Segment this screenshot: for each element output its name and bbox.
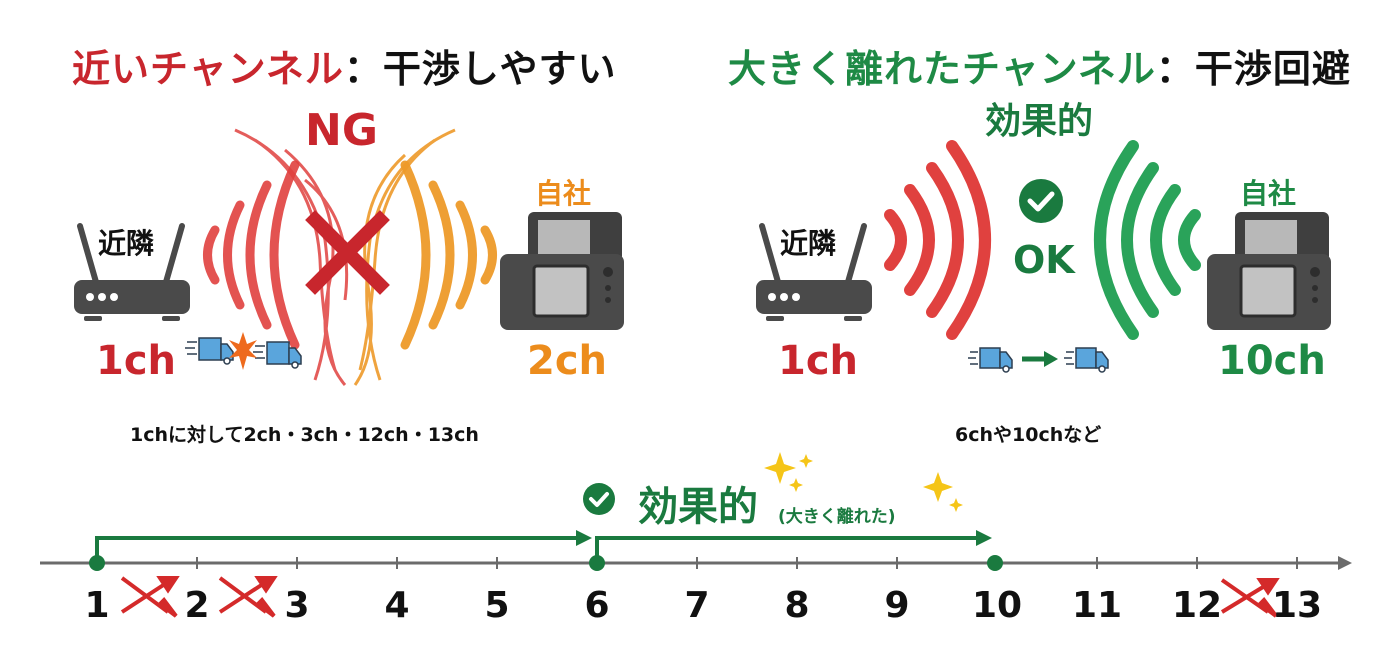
tick-label: 12 bbox=[1171, 585, 1223, 626]
effective-label: 効果的 bbox=[985, 101, 1094, 142]
truck-collision-icon bbox=[185, 332, 302, 370]
left-caption: 1chに対して2ch・3ch・12ch・13ch bbox=[130, 424, 479, 446]
left-own-channel: 2ch bbox=[527, 338, 608, 384]
cross-icon bbox=[305, 210, 390, 295]
ok-label: OK bbox=[1013, 238, 1075, 282]
axis-effective-label: 効果的 bbox=[638, 484, 758, 530]
left-own-label: 自社 bbox=[535, 177, 592, 210]
left-title-highlight: 近いチャンネル bbox=[72, 47, 344, 91]
left-panel-title: 近いチャンネル：干渉しやすい bbox=[72, 47, 617, 91]
right-neighbor-label: 近隣 bbox=[780, 227, 837, 260]
mobile-router-icon bbox=[500, 212, 624, 330]
tick-label: 7 bbox=[684, 585, 710, 626]
right-own-channel: 10ch bbox=[1218, 338, 1326, 384]
right-caption: 6chや10chなど bbox=[955, 424, 1102, 446]
right-title-highlight: 大きく離れたチャンネル bbox=[728, 47, 1156, 91]
left-neighbor-label: 近隣 bbox=[98, 227, 155, 260]
router-icon bbox=[74, 223, 190, 321]
truck-transfer-icon bbox=[968, 347, 1109, 373]
right-title-rest: 干渉回避 bbox=[1194, 47, 1351, 91]
router-icon bbox=[756, 223, 872, 321]
channel-axis bbox=[40, 530, 1352, 618]
tick-label: 2 bbox=[184, 585, 210, 626]
tick-label: 4 bbox=[384, 585, 410, 626]
left-title-rest: 干渉しやすい bbox=[382, 47, 617, 91]
tick-label: 10 bbox=[971, 585, 1023, 626]
tick-label: 3 bbox=[284, 585, 310, 626]
check-circle-icon bbox=[583, 483, 615, 515]
mobile-router-icon bbox=[1207, 212, 1331, 330]
right-neighbor-channel: 1ch bbox=[778, 338, 859, 384]
interference-waves-icon bbox=[203, 128, 497, 386]
tick-label: 11 bbox=[1071, 585, 1123, 626]
neighbor-signal-waves-icon bbox=[884, 140, 991, 340]
left-neighbor-channel: 1ch bbox=[96, 338, 177, 384]
own-signal-waves-icon bbox=[1094, 140, 1201, 340]
sparkle-icon bbox=[764, 452, 963, 512]
interference-mark-icon bbox=[120, 576, 1280, 618]
tick-label: 6 bbox=[584, 585, 610, 626]
tick-label: 8 bbox=[784, 585, 810, 626]
tick-label: 1 bbox=[84, 585, 110, 626]
tick-label: 13 bbox=[1271, 585, 1323, 626]
check-circle-icon bbox=[1019, 179, 1063, 223]
axis-effective-note: (大きく離れた) bbox=[778, 507, 896, 527]
burst-icon bbox=[229, 332, 257, 370]
tick-label: 5 bbox=[484, 585, 510, 626]
right-panel-title: 大きく離れたチャンネル：干渉回避 bbox=[728, 47, 1351, 91]
ng-label: NG bbox=[305, 105, 378, 156]
tick-label: 9 bbox=[884, 585, 910, 626]
right-own-label: 自社 bbox=[1240, 177, 1297, 210]
